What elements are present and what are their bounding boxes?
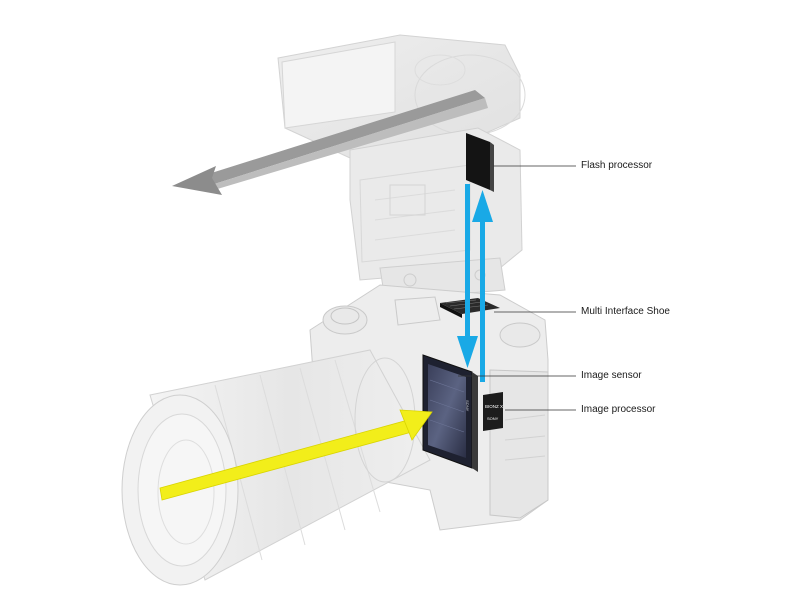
light-input-arrow (159, 409, 433, 501)
sensor-brand-label: SONY (465, 400, 470, 412)
flash-processor-label: Flash processor (581, 160, 653, 171)
signal-arrow-down (457, 184, 478, 368)
flash-beam-arrow (172, 90, 488, 195)
image-processor-label: Image processor (581, 404, 656, 415)
multi-interface-shoe-label: Multi Interface Shoe (581, 306, 670, 317)
callout-lines (458, 165, 576, 411)
image-sensor-chip: SONY (422, 354, 478, 472)
flash-processor-chip (466, 133, 494, 192)
image-sensor-label: Image sensor (581, 370, 642, 381)
signal-arrow-up (472, 190, 493, 382)
image-processor-chip: BIONZ X SONY (483, 392, 503, 431)
processor-name-label: BIONZ X (485, 404, 503, 409)
processor-brand-label: SONY (487, 416, 499, 421)
